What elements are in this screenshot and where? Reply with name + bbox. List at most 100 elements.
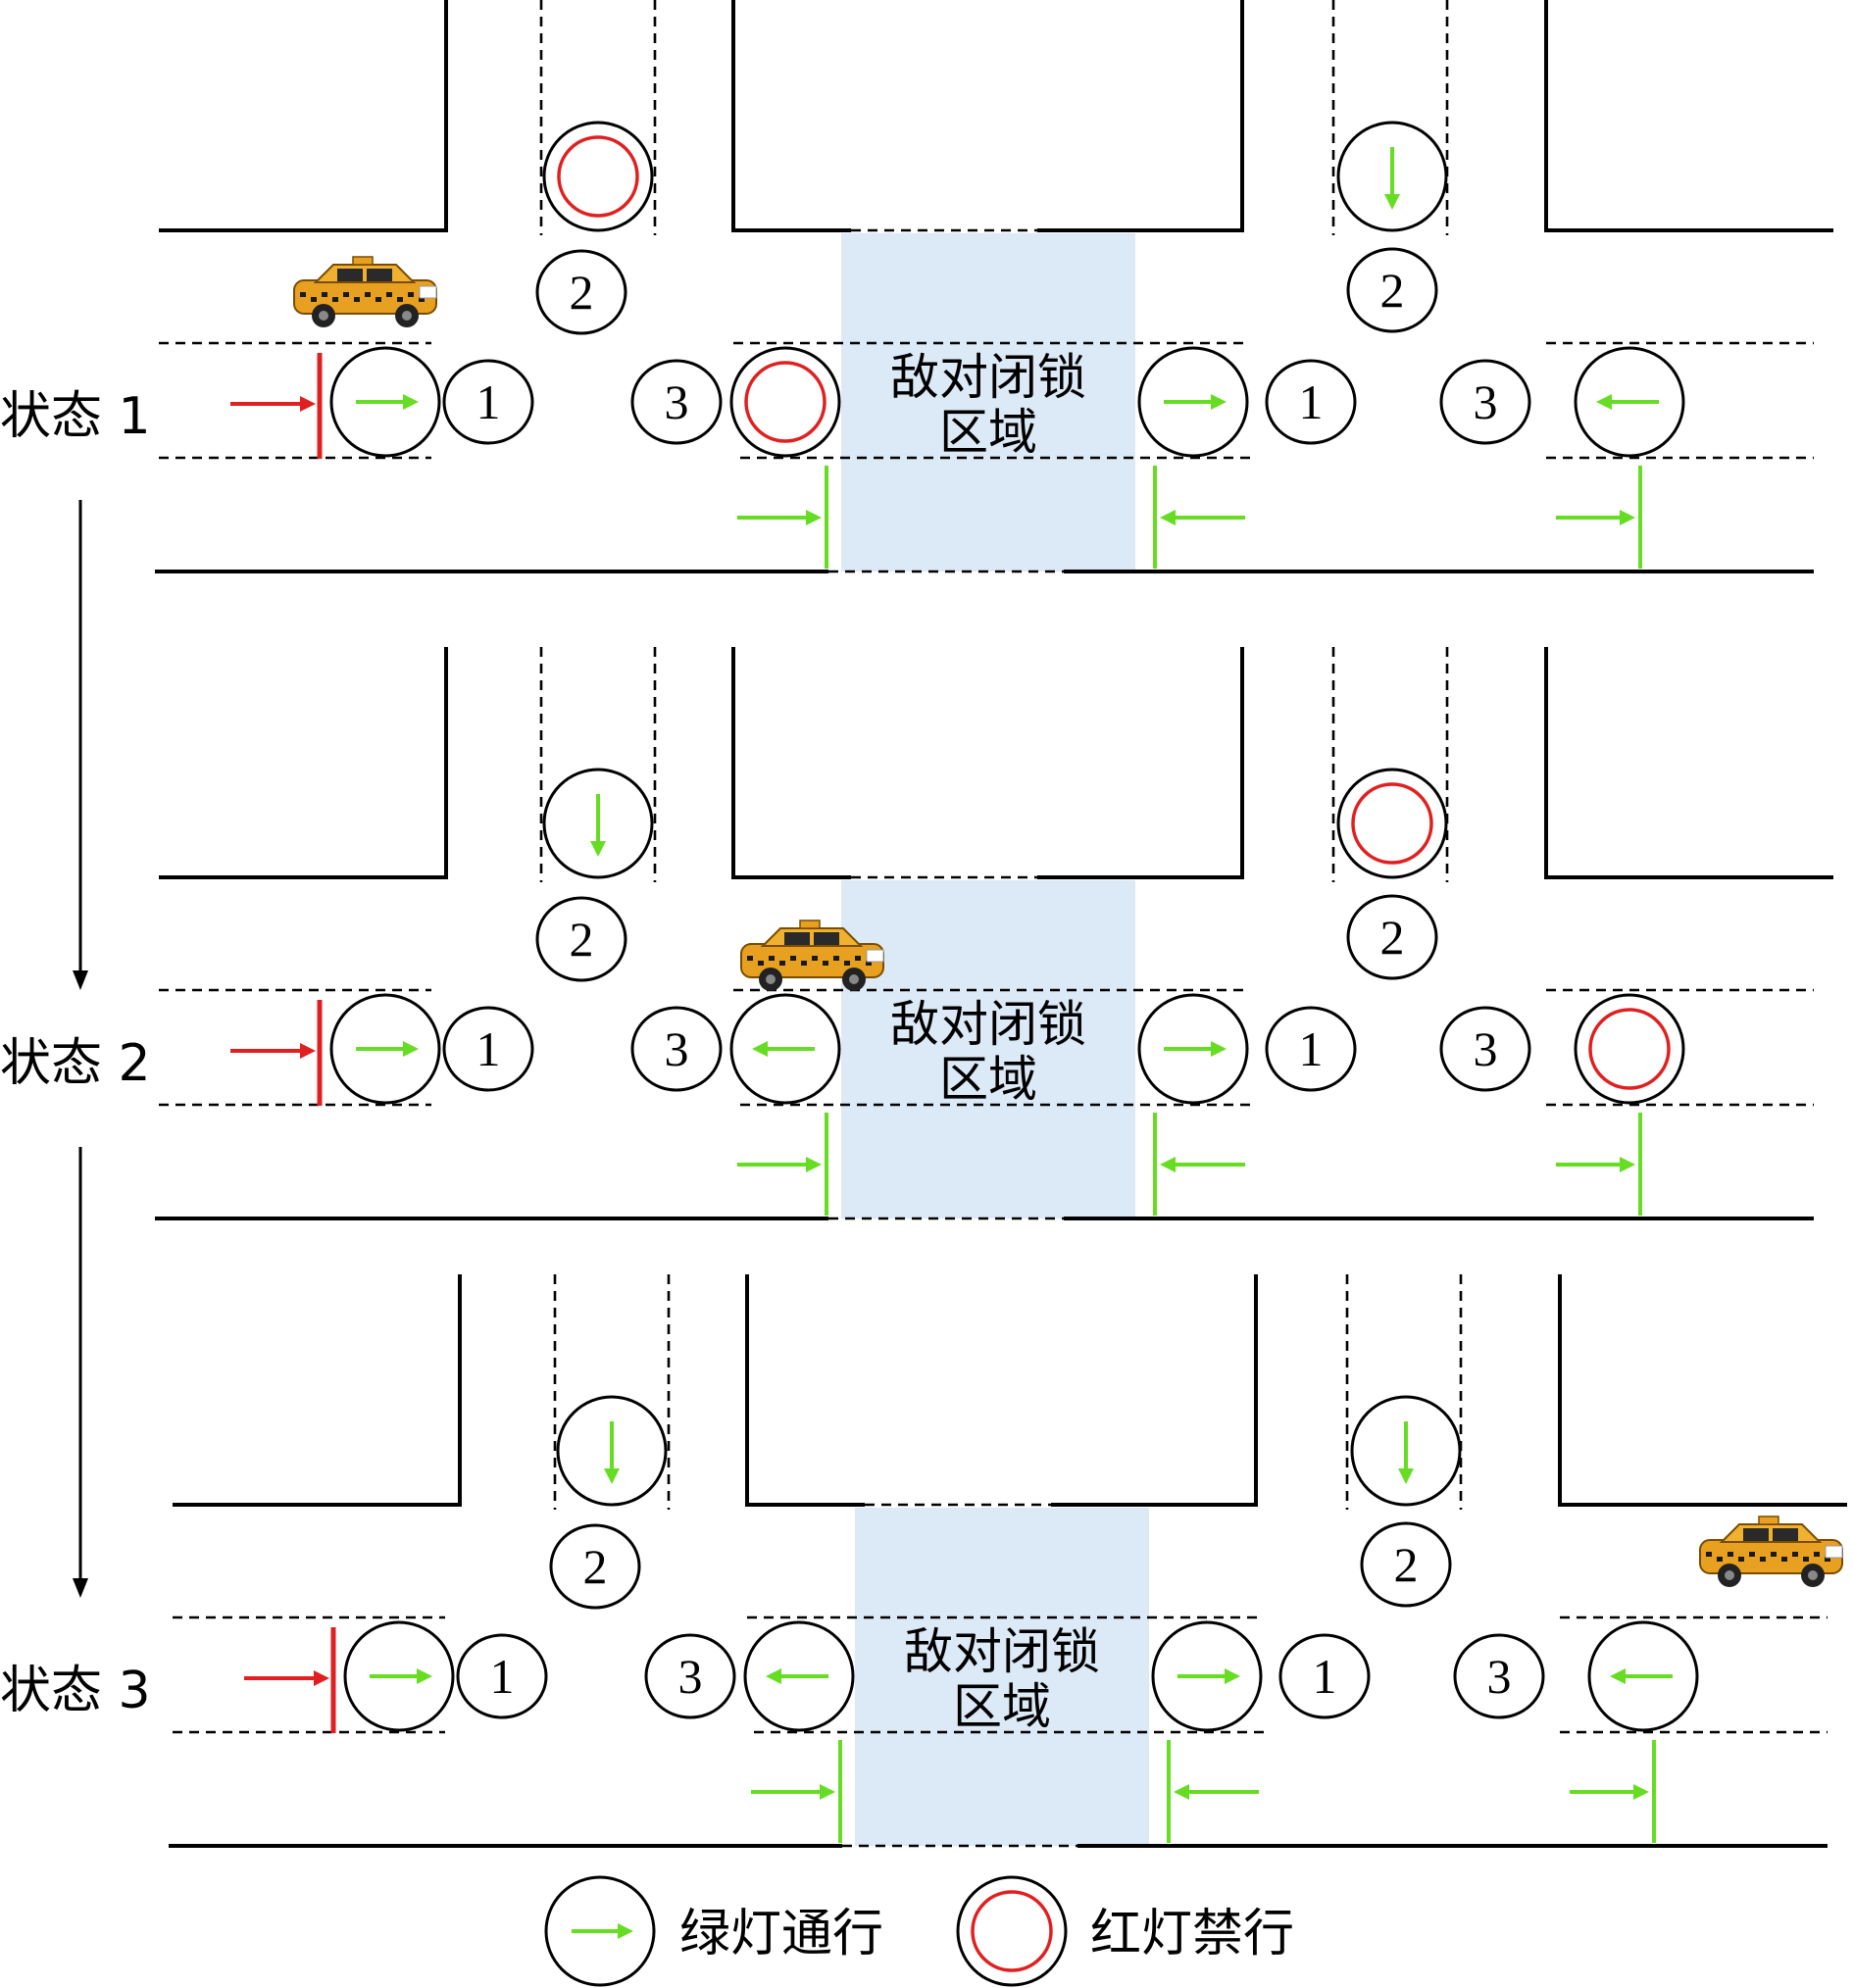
signal-east-3 (1574, 346, 1685, 458)
number-east-3-label: 3 (1474, 374, 1498, 429)
number-west-1: 1 (442, 359, 534, 445)
west-stop-line-icon (230, 353, 323, 459)
green-stop-markers (737, 1113, 1642, 1216)
zone-west-arrow-icon (737, 1157, 822, 1172)
number-west-2-label: 2 (583, 1539, 608, 1594)
zone-label-line1: 敌对闭锁 (890, 349, 1086, 406)
number-east-3: 3 (1439, 359, 1531, 445)
signal-west-2 (542, 768, 654, 879)
number-east-3: 3 (1453, 1633, 1545, 1719)
taxi-car-icon (740, 919, 884, 991)
number-west-2-label: 2 (570, 265, 594, 320)
number-east-1: 1 (1265, 1006, 1357, 1092)
legend-green-signal-icon (544, 1875, 656, 1987)
signal-west-2-arrow-icon (604, 1421, 620, 1484)
zone-west-arrow-icon (737, 510, 822, 525)
signal-west-3 (729, 346, 841, 458)
lane-markings (159, 0, 1814, 460)
signal-west-1-arrow-icon (356, 394, 419, 410)
signal-west-3-arrow-icon (766, 1668, 828, 1684)
signal-west-2-arrow-icon (590, 794, 606, 857)
zone-east-arrow-icon (1160, 1157, 1245, 1172)
taxi-car-icon (293, 256, 437, 327)
signal-west-3 (729, 993, 841, 1105)
number-east-1: 1 (1278, 1633, 1371, 1719)
signal-west-1-arrow-icon (356, 1041, 419, 1057)
signal-west-2 (542, 121, 654, 232)
number-west-1: 1 (442, 1006, 534, 1092)
signal-east-3-arrow-icon (1596, 394, 1659, 410)
signal-east-3 (1587, 1620, 1699, 1732)
number-west-1-label: 1 (476, 1021, 501, 1076)
road-edges (169, 1274, 1847, 1848)
number-west-2: 2 (535, 249, 627, 335)
number-west-3-label: 3 (665, 374, 689, 429)
west-entry-arrow-icon (230, 1043, 316, 1059)
number-east-3-label: 3 (1487, 1649, 1512, 1704)
green-stop-markers (751, 1740, 1656, 1843)
number-east-1: 1 (1265, 359, 1357, 445)
signal-east-2 (1350, 1395, 1462, 1507)
number-east-3: 3 (1439, 1006, 1531, 1092)
number-east-2-label: 2 (1380, 263, 1405, 318)
number-west-2: 2 (549, 1523, 641, 1610)
number-west-2: 2 (535, 896, 627, 982)
signal-east-2 (1336, 121, 1448, 232)
signal-west-1 (329, 993, 441, 1105)
east-exit-arrow-icon (1556, 1157, 1635, 1172)
signal-east-1-arrow-icon (1177, 1668, 1240, 1684)
number-east-1-label: 1 (1299, 1021, 1324, 1076)
number-east-1-label: 1 (1313, 1649, 1337, 1704)
state-label-3: 状态 3 (0, 1662, 151, 1720)
zone-east-arrow-icon (1174, 1784, 1259, 1800)
legend-red-signal-icon (956, 1875, 1068, 1987)
west-entry-arrow-icon (230, 396, 316, 412)
signal-west-3-arrow-icon (752, 1041, 815, 1057)
lane-markings (173, 1274, 1828, 1734)
signal-east-3 (1574, 993, 1685, 1105)
state-progression-arrows (73, 500, 88, 1598)
signal-east-2-arrow-icon (1398, 1421, 1414, 1484)
signal-east-1-arrow-icon (1164, 394, 1227, 410)
signal-west-2 (556, 1395, 668, 1507)
taxi-car-icon (1699, 1516, 1843, 1587)
signal-east-3-arrow-icon (1610, 1668, 1673, 1684)
signal-east-1 (1137, 993, 1249, 1105)
number-west-3-label: 3 (665, 1021, 689, 1076)
east-exit-arrow-icon (1556, 510, 1635, 525)
signal-east-2-arrow-icon (1384, 147, 1400, 210)
legend-green-label: 绿灯通行 (679, 1905, 883, 1963)
number-east-2: 2 (1346, 247, 1438, 333)
west-entry-arrow-icon (244, 1670, 329, 1686)
number-east-2: 2 (1346, 894, 1438, 980)
number-east-3-label: 3 (1474, 1021, 1498, 1076)
state-label-2: 状态 2 (0, 1034, 151, 1093)
green-stop-markers (737, 466, 1642, 569)
zone-label-line1: 敌对闭锁 (904, 1623, 1100, 1680)
road-edges (155, 0, 1833, 573)
number-west-3: 3 (630, 359, 723, 445)
number-west-2-label: 2 (570, 912, 594, 967)
signal-east-1-arrow-icon (1164, 1041, 1227, 1057)
zone-label-line2: 区域 (939, 1051, 1037, 1108)
number-west-3: 3 (644, 1633, 736, 1719)
zone-label-line1: 敌对闭锁 (890, 996, 1086, 1053)
legend-red-label: 红灯禁行 (1090, 1905, 1294, 1963)
signal-west-1 (343, 1620, 455, 1732)
lane-markings (159, 647, 1814, 1107)
east-exit-arrow-icon (1570, 1784, 1649, 1800)
state-label-1: 状态 1 (0, 387, 151, 446)
zone-label-line2: 区域 (939, 404, 1037, 461)
west-stop-line-icon (244, 1627, 336, 1733)
signal-west-1-arrow-icon (370, 1668, 432, 1684)
number-east-2-label: 2 (1394, 1537, 1419, 1592)
number-west-1-label: 1 (490, 1649, 515, 1704)
number-east-2: 2 (1360, 1521, 1452, 1608)
road-edges (155, 647, 1833, 1220)
zone-east-arrow-icon (1160, 510, 1245, 525)
